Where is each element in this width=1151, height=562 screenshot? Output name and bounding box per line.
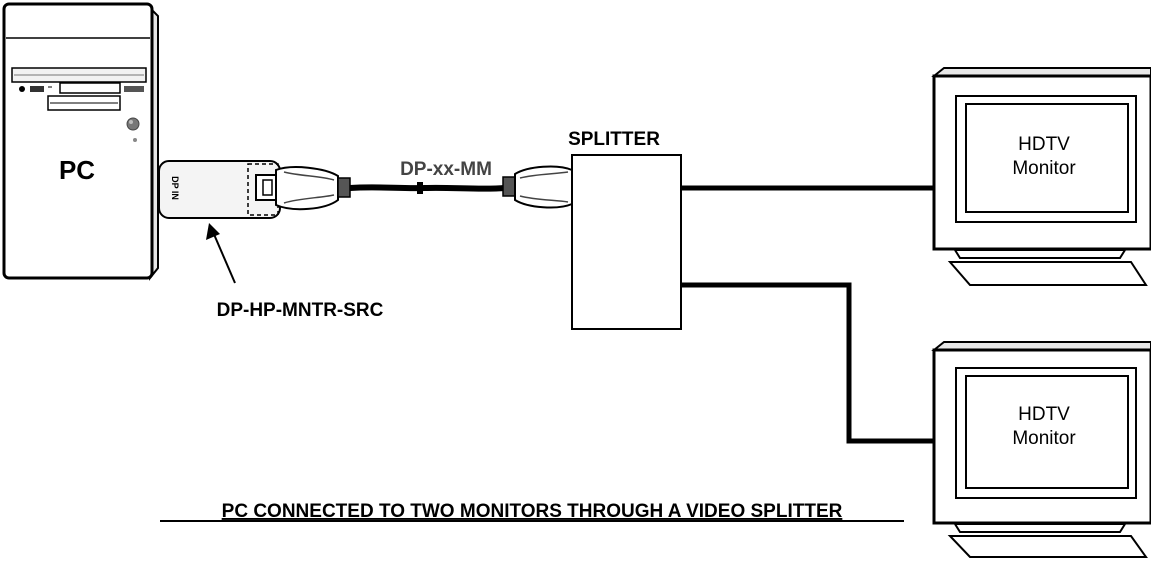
adapter-device: DP IN xyxy=(158,160,281,219)
splitter-label: SPLITTER xyxy=(568,129,660,150)
monitor-1-line1: HDTV xyxy=(1018,134,1070,155)
output-cable-1 xyxy=(681,184,944,192)
cable-label: DP-xx-MM xyxy=(400,159,492,180)
adapter-label: DP-HP-MNTR-SRC xyxy=(217,300,384,321)
dp-cable xyxy=(349,182,506,194)
monitor-2-line1: HDTV xyxy=(1018,404,1070,425)
adapter-pointer-arrow-icon xyxy=(206,223,236,284)
floppy-drive-icon xyxy=(47,95,121,111)
output-cable-2 xyxy=(681,282,944,445)
pc-label: PC xyxy=(59,155,95,185)
dp-plug-left-icon xyxy=(255,166,351,211)
adapter-port-label: DP IN xyxy=(170,176,180,200)
front-panel-icon xyxy=(19,82,144,94)
monitor-1-line2: Monitor xyxy=(1012,158,1076,179)
monitor-1: HDTV Monitor xyxy=(931,67,1151,286)
power-button-icon xyxy=(126,117,140,142)
splitter-box xyxy=(571,154,682,330)
monitor-2-line2: Monitor xyxy=(1012,428,1076,449)
diagram-caption: PC CONNECTED TO TWO MONITORS THROUGH A V… xyxy=(222,501,843,522)
pc-tower: PC xyxy=(2,2,159,281)
optical-drive-icon xyxy=(11,67,147,83)
monitor-2: HDTV Monitor xyxy=(931,341,1151,558)
